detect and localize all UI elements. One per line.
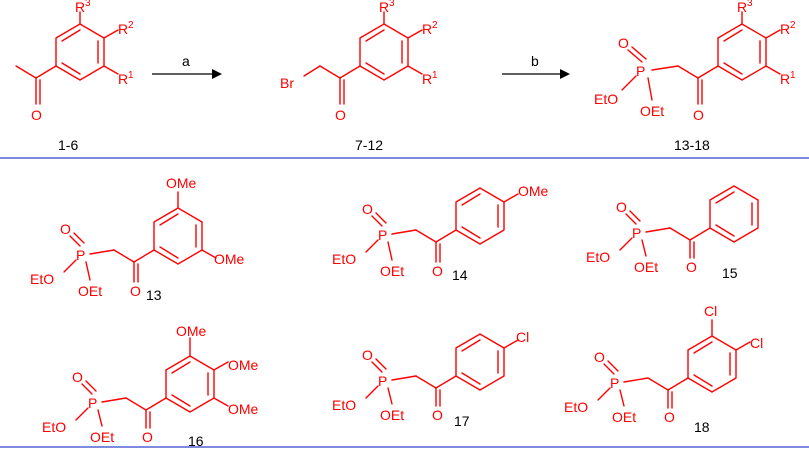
atom-eto: EtO [332,397,356,413]
atom-oet: OEt [380,263,404,279]
atom-cl: Cl [704,303,717,319]
phosphonate-structure: P O EtO OEt O R 3 R 2 R 1 [594,0,796,123]
atom-cl: Cl [750,335,763,351]
arrow-b: b [502,53,570,79]
sup-2: 2 [432,20,438,31]
sup-2: 2 [128,20,134,31]
atom-o: O [142,429,153,445]
compound-15-structure: P O EtO OEt O [586,185,759,275]
atom-p: P [378,373,387,389]
atom-oet: OEt [640,103,664,119]
atom-o: O [664,409,675,425]
sup-3: 3 [747,0,753,9]
atom-o: O [335,107,346,123]
compound-18-structure: Cl Cl P O EtO OEt O [564,303,763,425]
sup-1: 1 [790,70,796,81]
atom-o-phosphoryl: O [362,347,373,363]
atom-r2: R [118,21,128,37]
sup-1: 1 [432,70,438,81]
atom-r3: R [379,0,389,15]
atom-ome: OMe [166,175,197,191]
starting-material-structure: O R 3 R 2 R 1 [15,0,134,123]
atom-r2: R [422,21,432,37]
atom-o-phosphoryl: O [60,221,71,237]
compound-14-label: 14 [452,267,468,283]
atom-br: Br [280,75,294,91]
atom-o-phosphoryl: O [618,35,629,51]
compound-14-structure: OMe P O EtO OEt O [332,183,549,279]
arrow-b-label: b [531,53,539,69]
compound-13-structure: OMe OMe P O EtO OEt O [30,175,245,299]
atom-p: P [632,225,641,241]
atom-p: P [636,63,645,79]
atom-ome: OMe [518,183,549,199]
atom-o-phosphoryl: O [616,199,627,215]
atom-p: P [76,247,85,263]
atom-oet: OEt [612,409,636,425]
compound-13-label: 13 [146,287,162,303]
compound-17-structure: Cl P O EtO OEt O [332,329,529,423]
atom-eto: EtO [564,399,588,415]
arrow-a-label: a [182,53,190,69]
atom-o-phosphoryl: O [72,369,83,385]
sup-1: 1 [128,70,134,81]
atom-r1: R [422,71,432,87]
atom-p: P [88,395,97,411]
atom-eto: EtO [586,249,610,265]
compound-16-label: 16 [188,433,204,449]
atom-r1: R [780,71,790,87]
atom-cl: Cl [516,329,529,345]
atom-eto: EtO [594,91,618,107]
atom-o: O [130,283,141,299]
atom-p: P [610,375,619,391]
sup-3: 3 [85,0,91,9]
compound-17-label: 17 [454,413,470,429]
atom-ome: OMe [228,401,259,417]
atom-o: O [432,407,443,423]
label-phos: 13-18 [674,137,710,153]
atom-r2: R [780,21,790,37]
atom-ome: OMe [176,323,207,339]
atom-o: O [693,107,704,123]
atom-o-phosphoryl: O [594,349,605,365]
atom-p: P [378,227,387,243]
sup-2: 2 [790,20,796,31]
label-start: 1-6 [58,137,78,153]
atom-r3: R [737,0,747,15]
atom-o: O [686,259,697,275]
sup-3: 3 [389,0,395,9]
atom-oet: OEt [90,429,114,445]
atom-oet: OEt [78,283,102,299]
label-bromo: 7-12 [355,137,383,153]
atom-r3: R [75,0,85,15]
compound-18-label: 18 [694,419,710,435]
atom-r1: R [118,71,128,87]
arrow-a: a [152,53,222,79]
atom-o-phosphoryl: O [362,201,373,217]
atom-oet: OEt [380,407,404,423]
compound-15-label: 15 [722,265,738,281]
atom-ome: OMe [228,357,259,373]
atom-oet: OEt [634,259,658,275]
atom-o: O [432,263,443,279]
atom-eto: EtO [332,251,356,267]
atom-eto: EtO [42,419,66,435]
bromo-ketone-structure: Br O R 3 R 2 R 1 [280,0,438,123]
atom-eto: EtO [30,271,54,287]
atom-ome: OMe [214,251,245,267]
atom-o: O [31,107,42,123]
compound-16-structure: OMe OMe OMe P O EtO OEt O [42,323,259,445]
